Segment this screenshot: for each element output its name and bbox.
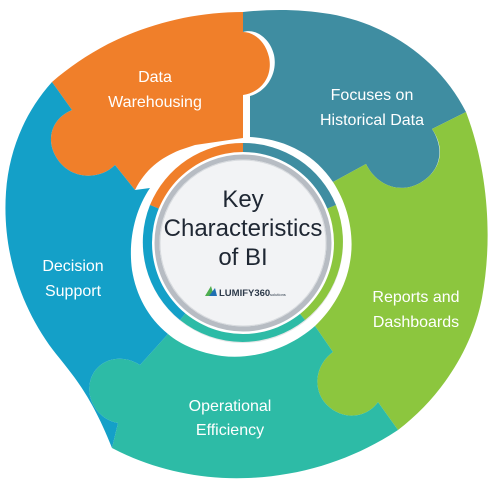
lumify360-logo: LUMIFY360 solutions xyxy=(205,286,286,299)
center-disc-fill xyxy=(160,160,326,326)
segment-historical-data xyxy=(243,9,466,188)
center-title-line-2: Characteristics xyxy=(164,215,323,242)
logo-mark-icon-secondary xyxy=(209,288,217,296)
label-decision-support-line-2: Support xyxy=(45,283,102,300)
center-title: Key Characteristics of BI xyxy=(164,186,323,271)
label-data-warehousing-line-2: Warehousing xyxy=(108,94,202,111)
logo-suffix: solutions xyxy=(270,292,286,297)
label-reports-dashboards-line-1: Reports and xyxy=(372,289,459,306)
center-disc xyxy=(152,152,334,334)
logo-text: LUMIFY360 xyxy=(219,288,270,299)
label-operational-efficiency-line-2: Efficiency xyxy=(196,422,264,439)
segment-operational-efficiency xyxy=(89,326,398,479)
segment-decision-support xyxy=(5,82,168,448)
label-decision-support-line-1: Decision xyxy=(42,258,103,275)
label-reports-dashboards-line-2: Dashboards xyxy=(373,314,459,331)
segment-data-warehousing xyxy=(50,12,270,190)
segment-labels: Data Warehousing Focuses on Historical D… xyxy=(42,69,459,439)
label-data-warehousing-line-1: Data xyxy=(138,69,172,86)
center-title-line-3: of BI xyxy=(218,244,267,271)
label-operational-efficiency-line-1: Operational xyxy=(189,398,272,415)
segment-reports-dashboards xyxy=(315,112,488,430)
center-disc-border xyxy=(154,154,332,332)
puzzle-ring xyxy=(5,9,488,479)
center-title-line-1: Key xyxy=(222,186,263,213)
center-disc-inner-stroke xyxy=(159,159,327,327)
label-historical-data-line-1: Focuses on xyxy=(331,87,414,104)
label-historical-data-line-2: Historical Data xyxy=(320,112,424,129)
